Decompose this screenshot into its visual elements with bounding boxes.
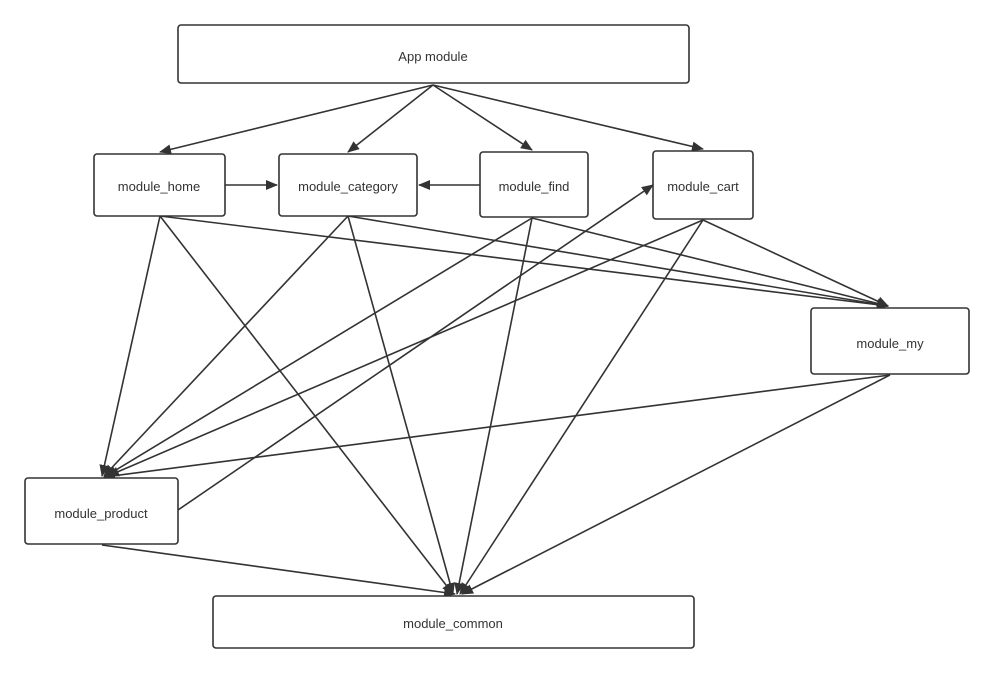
nodes-layer: App module module_home module_category m…: [24, 24, 970, 649]
edge-my-to-common: [461, 374, 891, 595]
node-module-cart[interactable]: module_cart: [652, 150, 754, 220]
edge-product-to-cart: [177, 184, 654, 511]
node-module-find[interactable]: module_find: [479, 151, 589, 218]
node-label-module-product: module_product: [54, 506, 148, 521]
node-module-my[interactable]: module_my: [810, 307, 970, 375]
edge-product-to-common: [101, 544, 456, 598]
node-label-module-category: module_category: [298, 179, 398, 194]
edge-find-to-common: [454, 217, 533, 595]
node-label-module-cart: module_cart: [667, 179, 739, 194]
edge-find-to-my: [531, 217, 889, 309]
edge-category-to-product: [103, 215, 349, 477]
node-label-module-my: module_my: [856, 336, 924, 351]
node-label-app-module: App module: [398, 49, 467, 64]
node-module-category[interactable]: module_category: [278, 153, 418, 217]
edge-cart-to-common: [459, 219, 704, 595]
node-module-product[interactable]: module_product: [24, 477, 179, 545]
edge-cart-to-my: [702, 219, 889, 307]
node-module-common[interactable]: module_common: [212, 595, 695, 649]
edge-find-to-product: [105, 217, 533, 477]
edge-app-to-cart: [432, 84, 704, 152]
edge-home-to-product: [99, 215, 161, 477]
edge-app-to-home: [159, 84, 434, 155]
node-label-module-find: module_find: [499, 179, 570, 194]
node-module-home[interactable]: module_home: [93, 153, 226, 217]
node-label-module-common: module_common: [403, 616, 503, 631]
edges-layer: [99, 84, 891, 598]
edge-home-to-common: [159, 215, 454, 595]
edge-app-to-category: [347, 84, 434, 153]
edge-category-to-common: [347, 215, 455, 595]
edge-my-to-product: [103, 374, 891, 481]
edge-category-to-my: [347, 215, 889, 310]
edge-cart-to-product: [107, 219, 704, 477]
node-label-module-home: module_home: [118, 179, 200, 194]
edge-app-to-find: [432, 84, 533, 151]
node-app-module[interactable]: App module: [177, 24, 690, 84]
